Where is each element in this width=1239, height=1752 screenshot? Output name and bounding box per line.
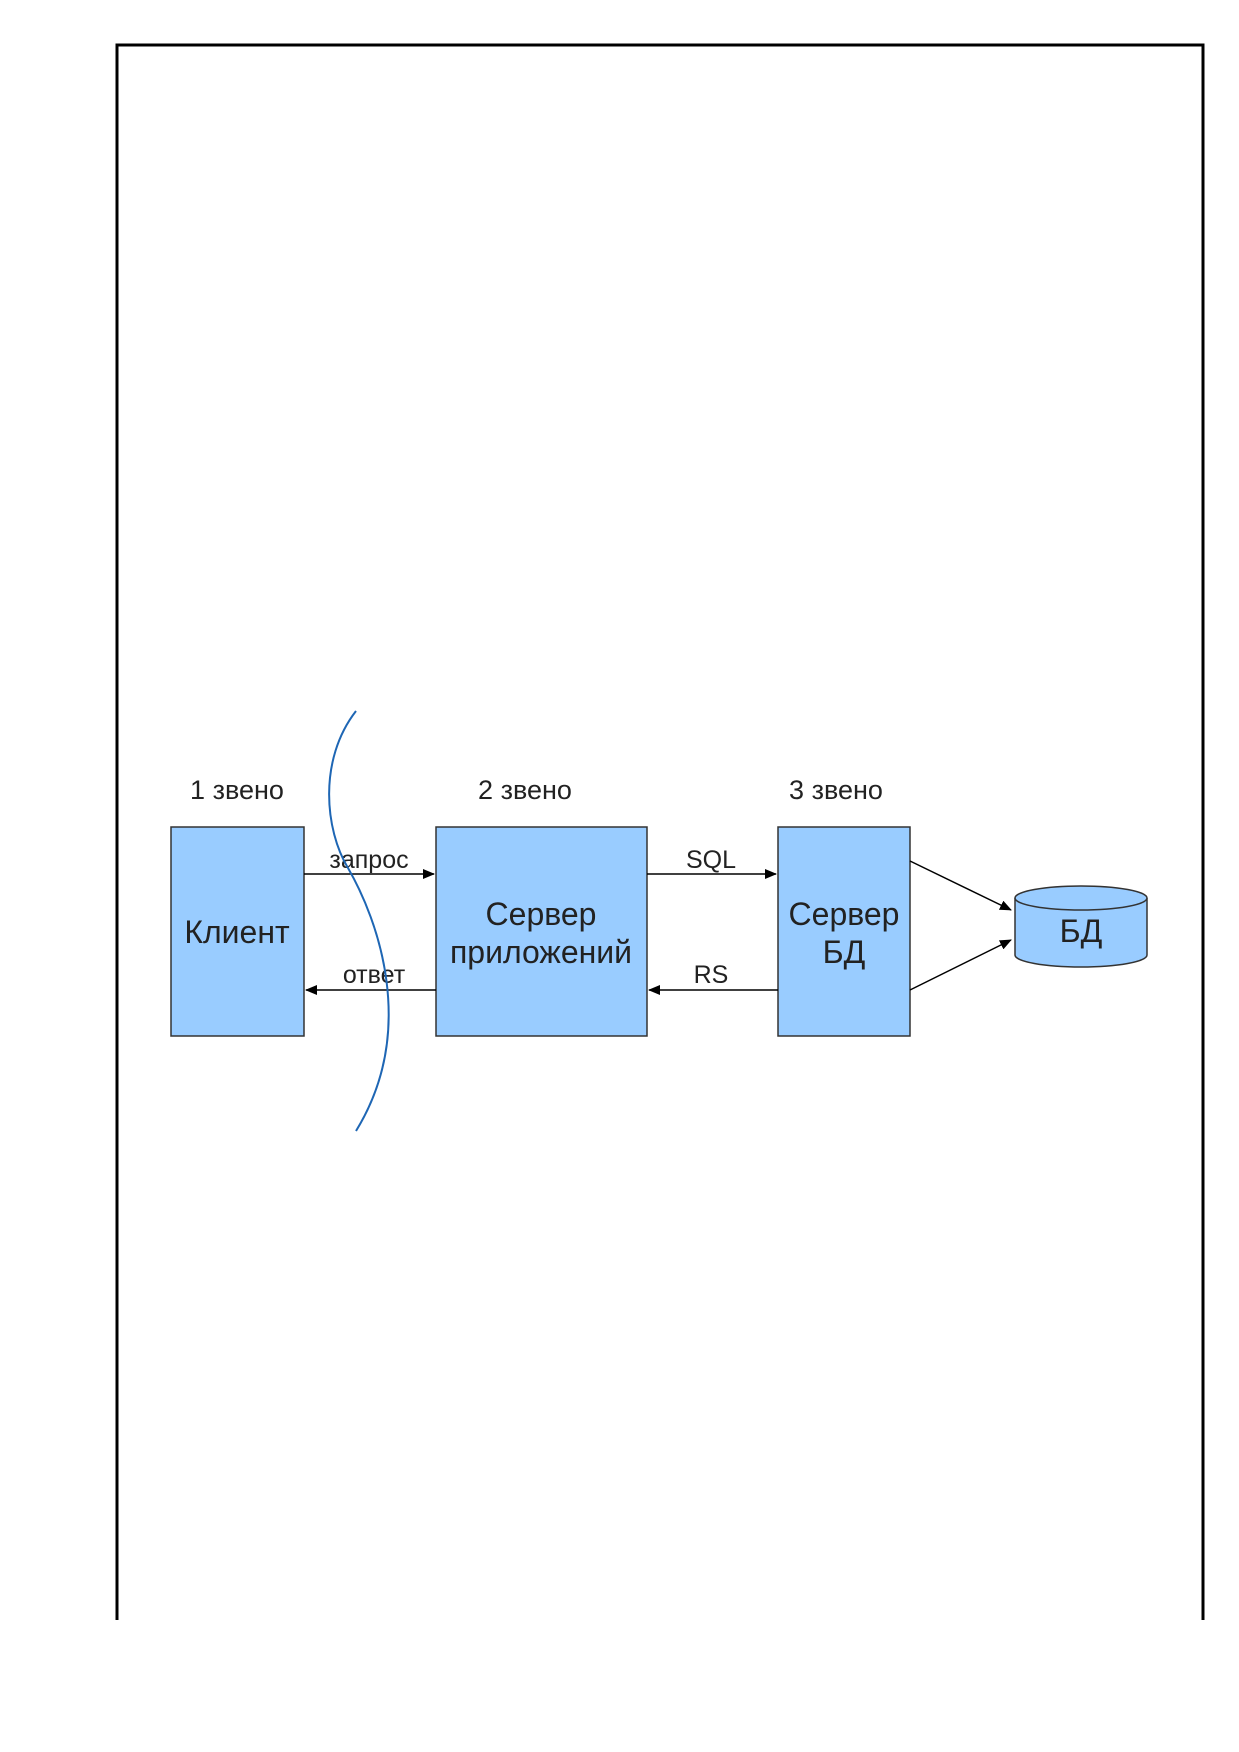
request-label: запрос <box>329 846 408 874</box>
rs-label: RS <box>694 961 729 989</box>
app-server-label-line1: Сервер <box>486 896 597 932</box>
tier-2-label: 2 звено <box>478 775 572 805</box>
db-server-box <box>777 826 911 1037</box>
db-server-label-line1: Сервер <box>789 896 900 932</box>
tier-3-label: 3 звено <box>789 775 883 805</box>
network-boundary-curve <box>328 710 390 1132</box>
response-label: ответ <box>343 961 406 989</box>
database-cylinder-icon <box>1014 885 1148 968</box>
db-server-to-database-arrow-top <box>909 860 1012 911</box>
client-box <box>170 826 305 1037</box>
tier-1-label: 1 звено <box>190 775 284 805</box>
db-server-label-line2: БД <box>823 934 866 970</box>
client-label: Клиент <box>184 914 290 950</box>
app-server-label-line2: приложений <box>450 934 632 970</box>
sql-label: SQL <box>686 846 736 874</box>
database-label: БД <box>1060 913 1103 949</box>
db-server-to-database-arrow-bottom <box>909 939 1012 991</box>
page-frame <box>115 43 1205 1620</box>
app-server-box <box>435 826 648 1037</box>
